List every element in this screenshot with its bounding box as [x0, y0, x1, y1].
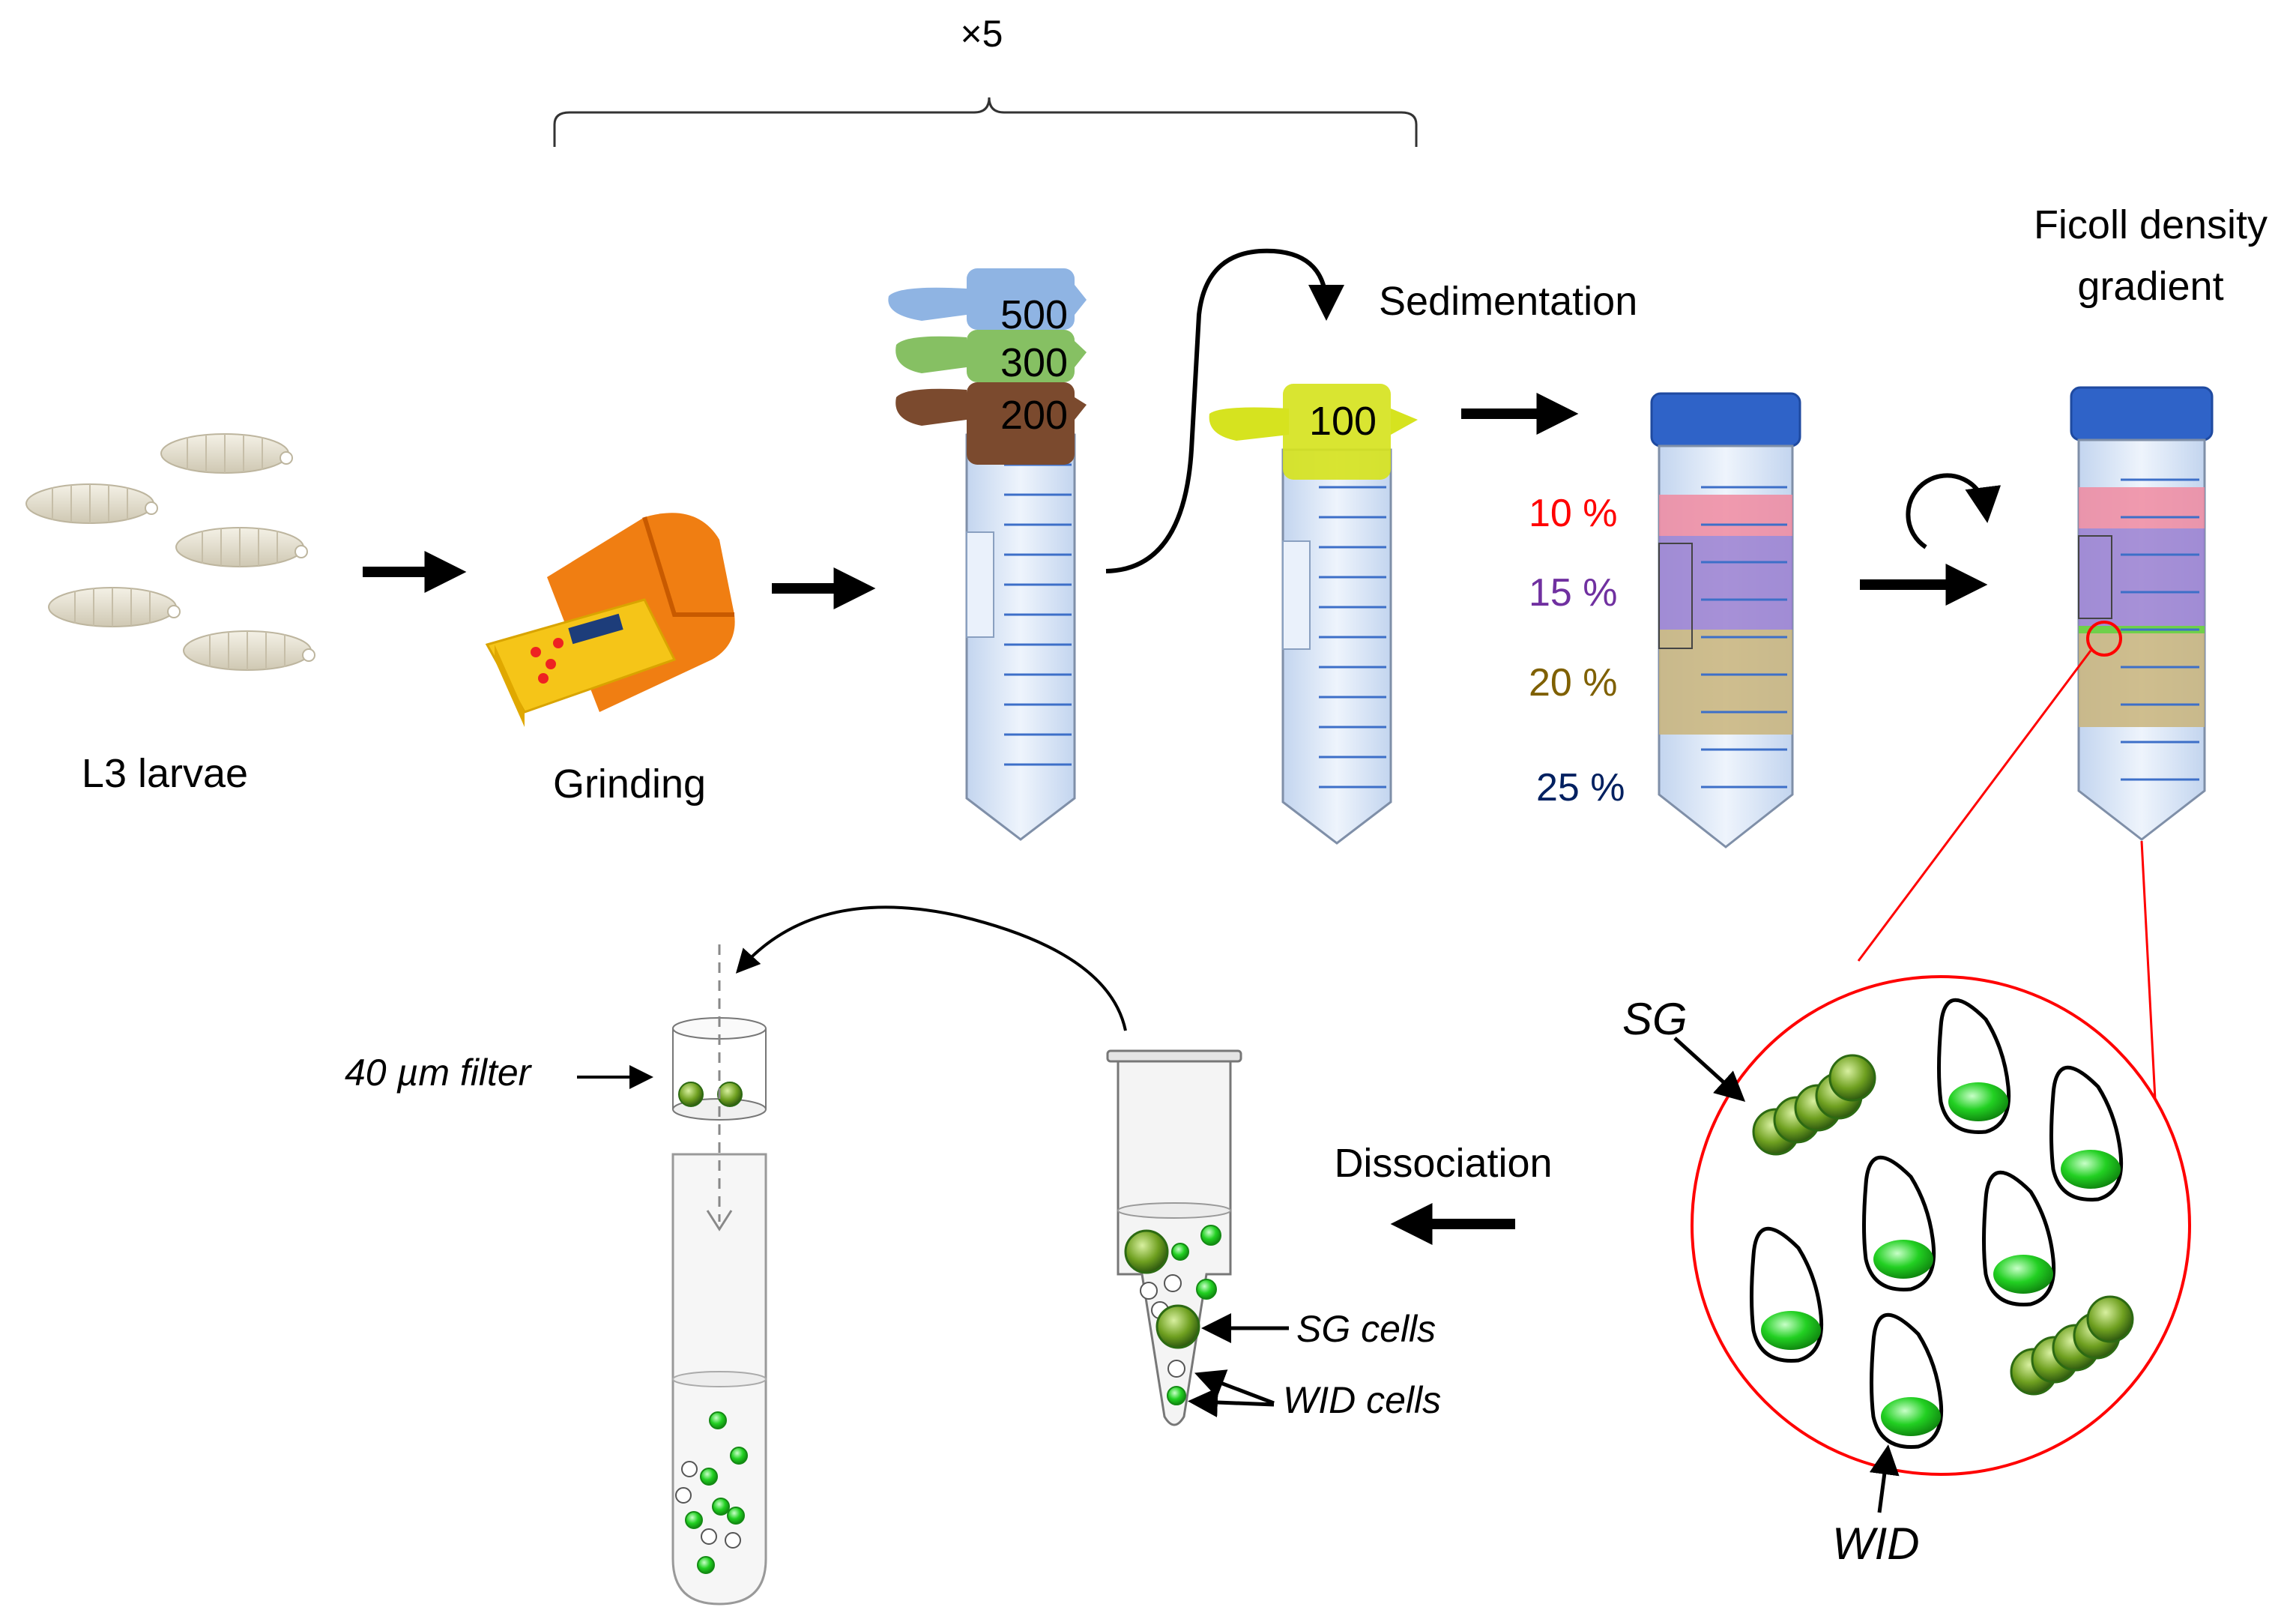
wid-disc [1862, 1155, 1936, 1291]
wid-disc [2049, 1065, 2124, 1202]
pointer-arrow-icon [1194, 1369, 1275, 1405]
cell-label-wid: WID cells [1283, 1379, 1441, 1421]
gradient-label-10: 10 % [1529, 492, 1618, 535]
larva-image [25, 483, 158, 524]
sieve-label-200: 200 [1000, 393, 1068, 438]
sieve-label-300: 300 [1000, 340, 1068, 385]
larva-image [160, 433, 293, 474]
pointer-arrow-icon [1673, 1037, 1746, 1103]
collection-tube [671, 944, 767, 1606]
repeat-label: ×5 [960, 13, 1003, 55]
sg-cluster [1752, 1054, 1876, 1156]
larva-image [183, 630, 315, 671]
step-label-ficoll-line2: gradient [2077, 264, 2223, 309]
sedimentation-tube: 100 [1209, 384, 1418, 845]
sieve-label-100: 100 [1309, 399, 1377, 444]
step-label-ficoll-line1: Ficoll density [2034, 202, 2268, 247]
pointer-arrow-icon [1188, 1387, 1275, 1417]
zoom-marker-circle [2086, 621, 2122, 657]
grinder-device [485, 513, 735, 727]
cell-strainer-filter [672, 1017, 767, 1121]
step-label-grinding: Grinding [553, 762, 706, 807]
sg-cluster [2010, 1295, 2134, 1396]
gradient-label-15: 15 % [1529, 571, 1618, 615]
ficoll-gradient-tube [1650, 392, 1801, 848]
gradient-label-25: 25 % [1536, 766, 1625, 810]
centrifuge-rotate-icon [1906, 473, 2002, 549]
zoom-line [1857, 650, 2092, 962]
centrifuged-tube [2070, 386, 2214, 841]
pointer-arrow-icon [1869, 1444, 1900, 1513]
transfer-arrow-icon [1105, 248, 1344, 573]
eppendorf-tube [1106, 1049, 1242, 1426]
zoom-label-sg: SG [1622, 994, 1688, 1044]
wid-disc [1750, 1226, 1824, 1363]
wid-disc [1982, 1170, 2056, 1306]
zoom-label-wid: WID [1832, 1519, 1920, 1569]
repeat-brace [553, 97, 1418, 147]
step-label-larvae: L3 larvae [82, 751, 248, 796]
larvae-group [25, 433, 315, 671]
sieve-stack-tube: 500 300 200 [888, 268, 1087, 841]
transfer-arrow-icon [735, 905, 1127, 1031]
larva-image [48, 587, 181, 627]
step-label-sedimentation: Sedimentation [1379, 279, 1637, 324]
wid-disc [1937, 998, 2011, 1134]
cell-label-sg: SG cells [1296, 1308, 1436, 1350]
sieve-label-500: 500 [1000, 292, 1068, 337]
filter-label: 40 µm filter [345, 1052, 533, 1094]
wid-disc [1870, 1312, 1944, 1449]
step-label-dissociation: Dissociation [1334, 1141, 1552, 1186]
gradient-label-20: 20 % [1529, 661, 1618, 705]
larva-image [175, 527, 308, 567]
